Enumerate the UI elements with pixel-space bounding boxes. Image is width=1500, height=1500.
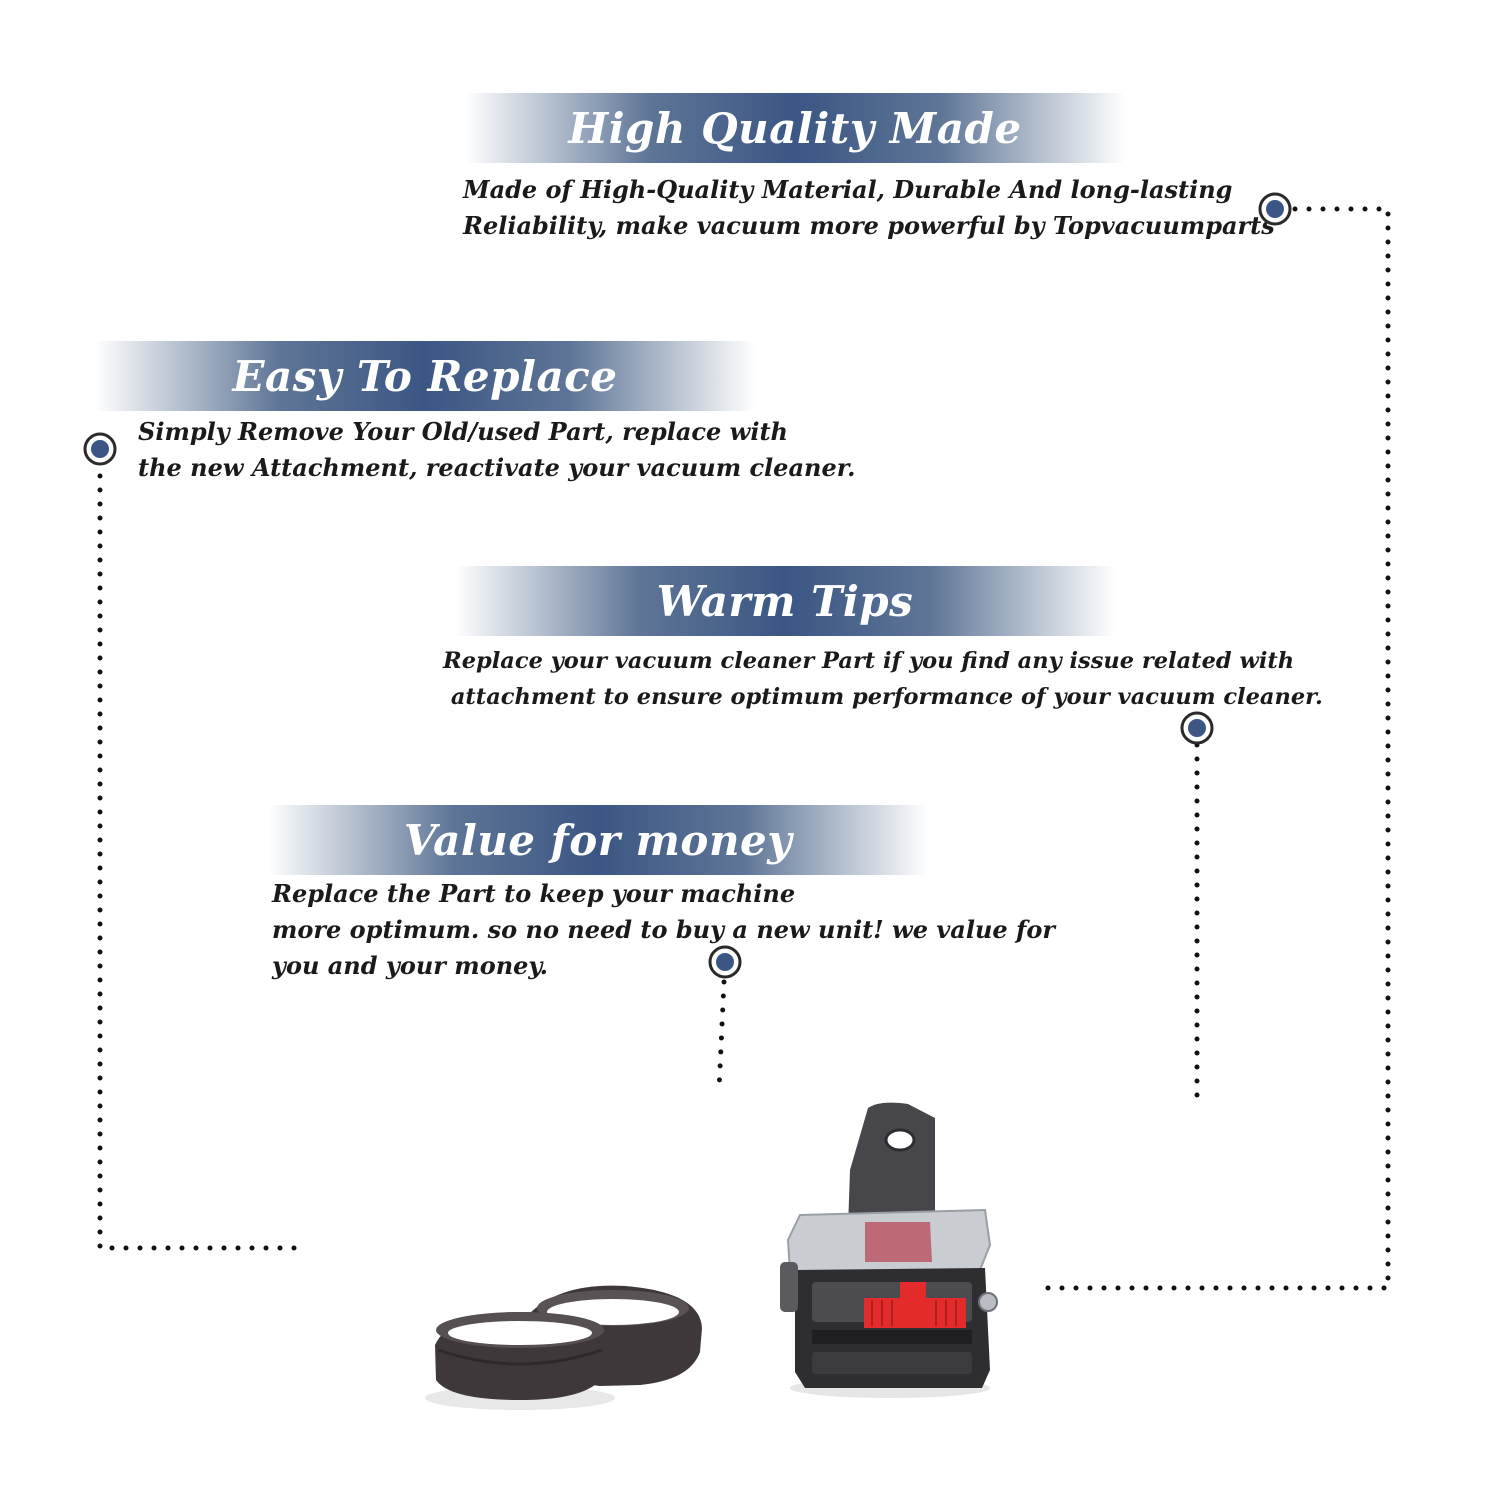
drive-belt-image	[425, 1285, 702, 1410]
section-title: Easy To Replace	[232, 351, 618, 401]
connector-easy-to-replace	[97, 459, 299, 1251]
description-line: the new Attachment, reactivate your vacu…	[138, 453, 856, 482]
description-line: Replace the Part to keep your machine	[272, 879, 796, 908]
description-high-quality-made: Made of High-Quality Material, Durable A…	[463, 172, 1275, 244]
section-title: High Quality Made	[568, 103, 1022, 153]
target-marker-icon	[1258, 192, 1292, 226]
banner-value-for-money: Value for money	[268, 805, 928, 875]
description-line: attachment to ensure optimum performance…	[443, 684, 1323, 710]
target-marker-icon	[1180, 711, 1214, 745]
banner-warm-tips: Warm Tips	[455, 566, 1115, 636]
section-title: Warm Tips	[656, 576, 914, 626]
description-line: you and your money.	[272, 951, 548, 980]
description-line: Replace your vacuum cleaner Part if you …	[443, 648, 1295, 674]
target-marker-icon	[83, 432, 117, 466]
banner-easy-to-replace: Easy To Replace	[95, 341, 755, 411]
target-marker-icon	[708, 945, 742, 979]
connector-high-quality-made	[1035, 206, 1391, 1291]
banner-high-quality-made: High Quality Made	[465, 93, 1125, 163]
description-line: Reliability, make vacuum more powerful b…	[463, 211, 1275, 240]
description-line: more optimum. so no need to buy a new un…	[272, 915, 1055, 944]
description-line: Simply Remove Your Old/used Part, replac…	[138, 417, 788, 446]
description-easy-to-replace: Simply Remove Your Old/used Part, replac…	[138, 414, 856, 486]
description-line: Made of High-Quality Material, Durable A…	[463, 175, 1233, 204]
section-title: Value for money	[403, 815, 793, 865]
brushroll-gear-assembly-image	[780, 1102, 998, 1398]
description-warm-tips: Replace your vacuum cleaner Part if you …	[443, 643, 1323, 715]
connector-value-for-money	[716, 979, 727, 1093]
description-value-for-money: Replace the Part to keep your machine mo…	[272, 876, 1055, 984]
